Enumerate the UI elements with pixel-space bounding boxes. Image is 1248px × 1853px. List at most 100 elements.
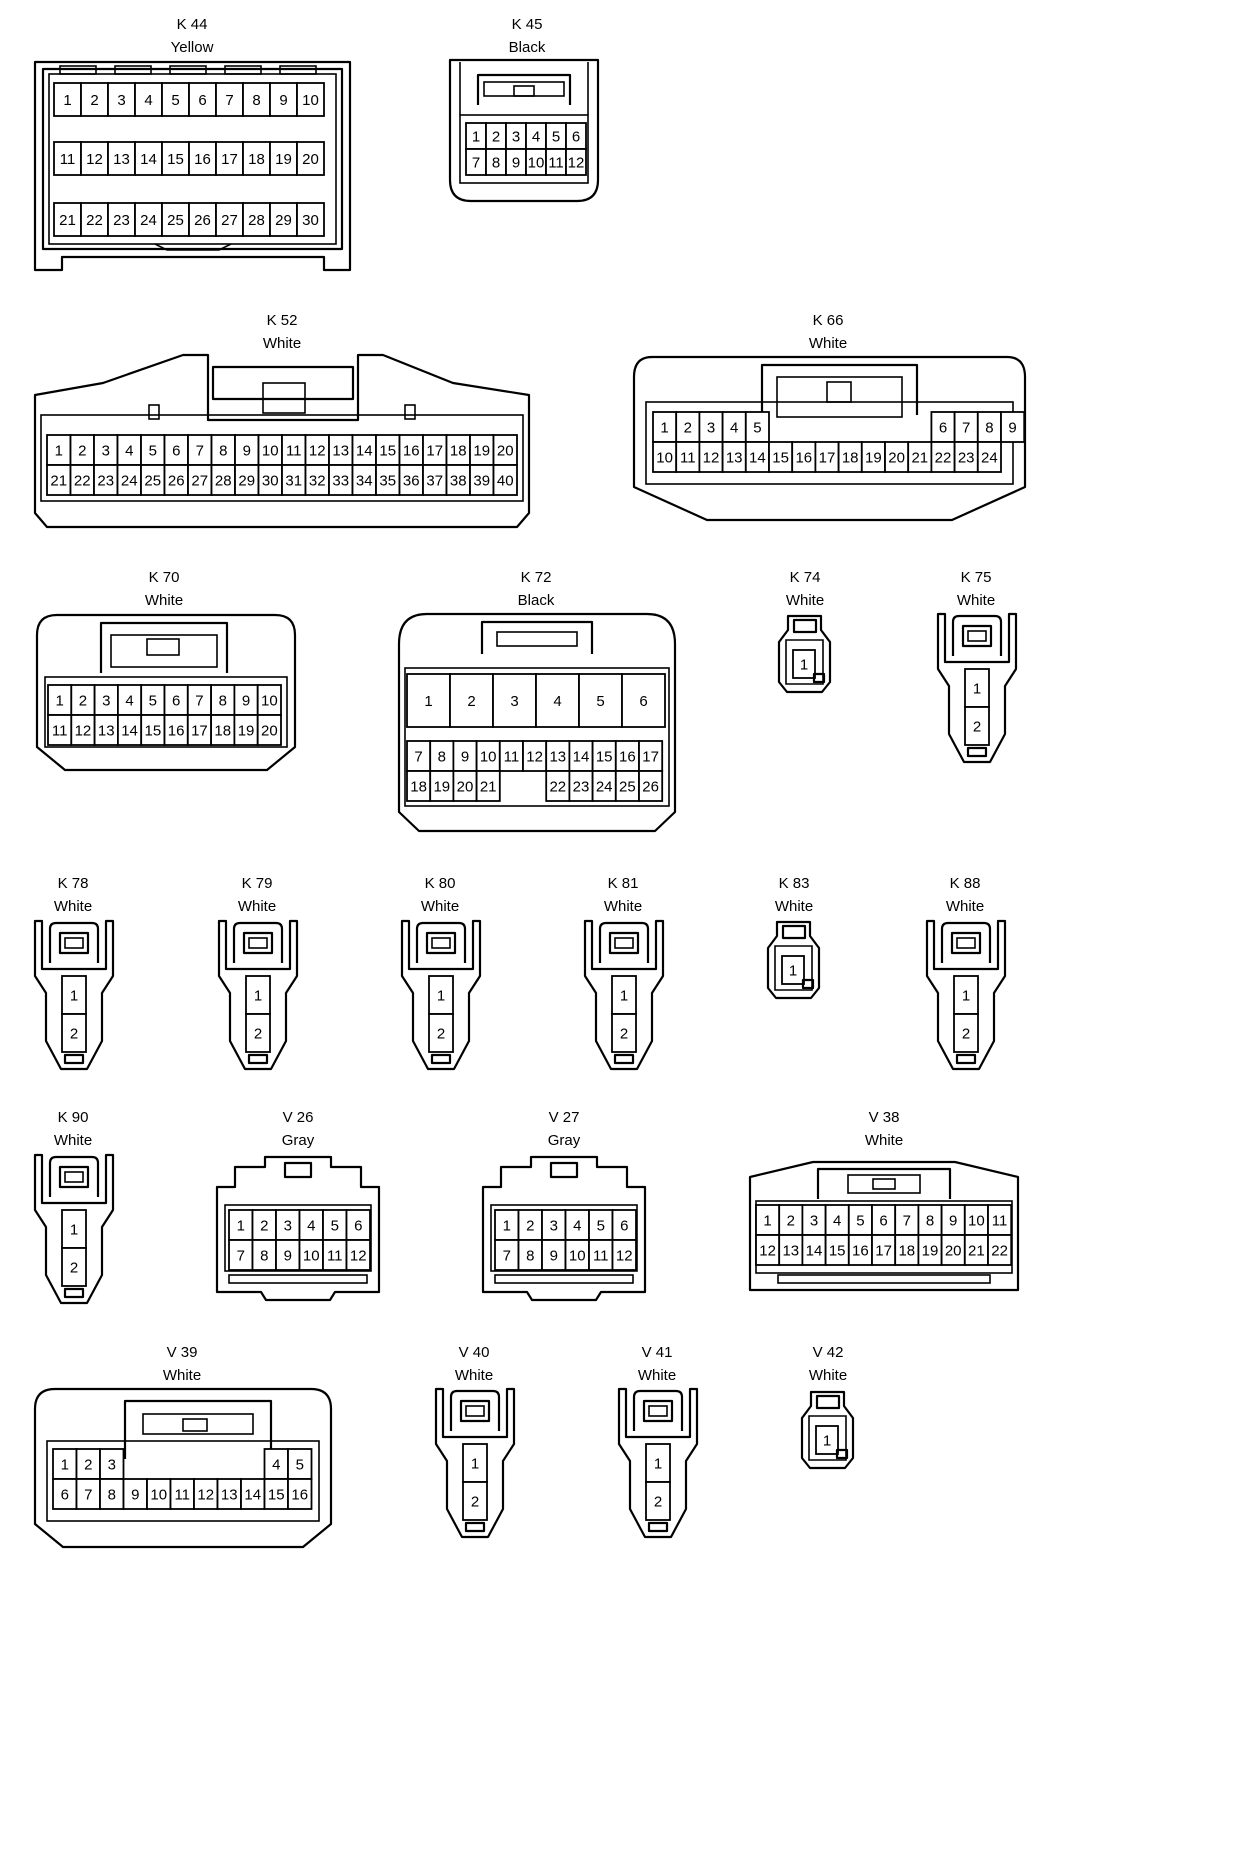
pin-number: 4 <box>125 693 133 710</box>
pin-cell <box>61 1209 87 1249</box>
pin-number: 13 <box>549 749 566 766</box>
connector-id: V 40 <box>459 1344 490 1361</box>
pin-number: 22 <box>549 779 566 796</box>
pin-cell <box>964 706 990 746</box>
pin-number: 2 <box>78 443 86 460</box>
pin-cell <box>188 82 217 117</box>
connector-id: V 41 <box>642 1344 673 1361</box>
pin-number: 38 <box>450 473 467 490</box>
pin-cell <box>134 82 163 117</box>
pin-number: 16 <box>194 151 211 168</box>
pin-number: 12 <box>350 1248 367 1265</box>
pin-number: 5 <box>856 1213 864 1230</box>
pin-number: 5 <box>149 693 157 710</box>
connector-body: 12 <box>33 919 115 1071</box>
pin-cell <box>953 1013 979 1053</box>
pin-number: 23 <box>573 779 590 796</box>
connector-color: White <box>263 335 301 352</box>
pin-cell <box>287 1478 313 1510</box>
pin-cell <box>492 464 518 496</box>
pin-number: 4 <box>553 693 561 710</box>
pin-cell <box>492 673 537 728</box>
pin-cell <box>242 202 271 237</box>
pin-number: 26 <box>194 212 211 229</box>
pin-number: 18 <box>842 450 859 467</box>
pin-number: 3 <box>102 693 110 710</box>
pin-cell <box>296 82 325 117</box>
pin-number: 8 <box>492 155 500 172</box>
connector-body: 1 <box>766 920 821 1000</box>
pin-number: 5 <box>149 443 157 460</box>
pin-number: 23 <box>113 212 130 229</box>
pin-cell <box>1000 411 1026 443</box>
pin-number: 10 <box>303 1248 320 1265</box>
pin-number: 6 <box>939 420 947 437</box>
pin-number: 2 <box>471 1494 479 1511</box>
pin-number: 21 <box>59 212 76 229</box>
pin-number: 24 <box>121 473 138 490</box>
connector-id: K 72 <box>521 569 552 586</box>
pin-number: 15 <box>167 151 184 168</box>
connector-body: 12 <box>583 919 665 1071</box>
pin-number: 24 <box>981 450 998 467</box>
pin-number: 21 <box>911 450 928 467</box>
pin-number: 2 <box>492 129 500 146</box>
pin-number: 8 <box>985 420 993 437</box>
pin-number: 6 <box>198 92 206 109</box>
pin-cell <box>792 649 816 679</box>
connector-id: K 45 <box>512 16 543 33</box>
pin-number: 16 <box>168 723 185 740</box>
pin-cell <box>406 673 451 728</box>
pin-number: 7 <box>196 443 204 460</box>
pin-number: 10 <box>261 693 278 710</box>
pin-number: 2 <box>70 1260 78 1277</box>
pin-number: 8 <box>219 693 227 710</box>
pin-number: 6 <box>572 129 580 146</box>
pin-cell <box>611 1013 637 1053</box>
pin-number: 16 <box>291 1487 308 1504</box>
pin-number: 6 <box>354 1218 362 1235</box>
pin-cell <box>269 202 298 237</box>
pin-number: 11 <box>504 749 520 766</box>
pin-number: 22 <box>74 473 91 490</box>
connector-color: White <box>809 335 847 352</box>
pin-number: 2 <box>260 1218 268 1235</box>
connector-body: 12 <box>925 919 1007 1071</box>
pin-number: 1 <box>800 657 808 674</box>
connector-color: White <box>865 1132 903 1149</box>
connector-id: K 44 <box>177 16 208 33</box>
pin-cell <box>987 1234 1013 1266</box>
connector-id: K 78 <box>58 875 89 892</box>
pin-number: 12 <box>309 443 326 460</box>
pin-number: 1 <box>973 681 981 698</box>
pin-number: 3 <box>810 1213 818 1230</box>
connector-id: K 75 <box>961 569 992 586</box>
pin-number: 18 <box>898 1243 915 1260</box>
pin-number: 5 <box>753 420 761 437</box>
pin-number: 1 <box>962 988 970 1005</box>
connector-id: V 38 <box>869 1109 900 1126</box>
connector-id: K 88 <box>950 875 981 892</box>
pin-cell <box>815 1425 839 1455</box>
pin-number: 7 <box>472 155 480 172</box>
pin-cell <box>475 770 501 802</box>
pin-number: 2 <box>654 1494 662 1511</box>
pin-number: 20 <box>497 443 514 460</box>
pin-number: 39 <box>473 473 490 490</box>
pin-number: 1 <box>654 1456 662 1473</box>
connector-color: White <box>946 898 984 915</box>
pin-cell <box>161 141 190 176</box>
pin-number: 15 <box>145 723 162 740</box>
connector-color: White <box>786 592 824 609</box>
